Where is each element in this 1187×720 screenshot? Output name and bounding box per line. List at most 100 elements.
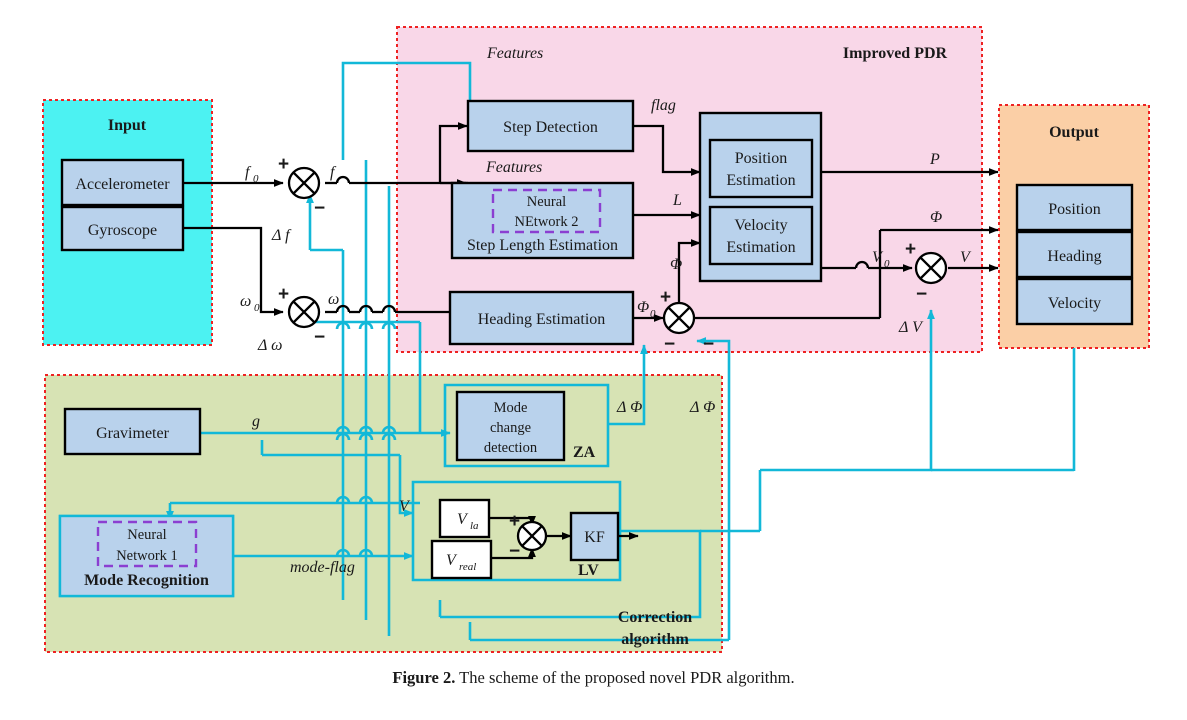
summing-junction-lv [516, 520, 548, 552]
mode-change-detection-label-line3: detection [484, 440, 538, 456]
signal-P: P [929, 151, 940, 168]
signal-V: V [960, 249, 972, 266]
signal-labels: f 0 + − f Δ f ω 0 + − ω Δ ω Features Fea… [240, 45, 972, 576]
wire-hops-cyan [335, 321, 397, 557]
signal-g: g [252, 413, 260, 430]
sign-minus-f: − [314, 198, 325, 219]
block-mode-change-detection[interactable]: Mode change detection [455, 390, 566, 462]
sign-plus-omega: + [278, 284, 289, 305]
v-la-label: V [457, 511, 469, 528]
signal-delta-f: Δ f [271, 227, 292, 244]
pdr-region-title: Improved PDR [843, 45, 948, 62]
step-length-estimation-label: Step Length Estimation [467, 237, 618, 254]
signal-delta-V: Δ V [898, 319, 924, 336]
neural-network-2-label-line1: Neural [527, 194, 566, 210]
signal-f0: f [245, 164, 252, 181]
signal-omega0: ω [240, 293, 251, 310]
signal-flag: flag [651, 97, 676, 114]
signal-phi0-sub: 0 [650, 308, 656, 320]
sign-plus-velocity: + [905, 239, 916, 260]
velocity-estimation-label-line2: Estimation [726, 239, 795, 256]
mode-change-detection-label-line2: change [490, 420, 531, 436]
neural-network-1-label-line1: Neural [127, 527, 166, 543]
block-v-real[interactable]: V real [430, 539, 493, 580]
sign-minus-heading-2: − [703, 334, 714, 355]
sign-minus-heading-1: − [664, 334, 675, 355]
block-accelerometer[interactable]: Accelerometer [60, 158, 185, 207]
signal-delta-phi-1: Δ Φ [616, 399, 642, 416]
input-region-title: Input [108, 117, 147, 134]
output-position-label: Position [1048, 201, 1100, 218]
gyroscope-label: Gyroscope [88, 222, 157, 239]
block-step-length-estimation[interactable]: Neural NEtwork 2 Step Length Estimation [450, 181, 635, 260]
mode-change-detection-label-line1: Mode [494, 400, 528, 416]
summing-junction-velocity [914, 251, 948, 285]
block-mode-recognition[interactable]: Neural Network 1 Mode Recognition [58, 514, 235, 598]
signal-features-mid: Features [485, 159, 542, 176]
signal-omega0-sub: 0 [254, 302, 260, 314]
signal-V0-sub: 0 [884, 258, 890, 270]
step-detection-label: Step Detection [503, 119, 598, 136]
block-position-estimation[interactable]: Position Estimation [708, 138, 814, 199]
heading-estimation-label: Heading Estimation [478, 311, 606, 328]
signal-V-lv: V [399, 498, 411, 515]
signal-delta-omega: Δ ω [257, 337, 282, 354]
signal-mode-flag: mode-flag [290, 559, 355, 576]
block-step-detection[interactable]: Step Detection [466, 99, 635, 153]
v-real-label: V [446, 552, 458, 569]
summing-junction-omega [287, 295, 321, 329]
block-output-velocity[interactable]: Velocity [1015, 277, 1134, 326]
summing-junction-f [287, 166, 321, 200]
velocity-estimation-label-line1: Velocity [734, 217, 787, 234]
signal-f: f [330, 164, 337, 181]
position-estimation-label-line1: Position [735, 150, 787, 167]
kf-label: KF [584, 529, 605, 546]
za-label: ZA [573, 444, 596, 461]
block-velocity-estimation[interactable]: Velocity Estimation [708, 205, 814, 266]
block-estimation-group: Position Estimation Velocity Estimation [698, 111, 823, 283]
sign-plus-heading: + [660, 287, 671, 308]
summing-junction-heading [662, 301, 696, 335]
block-gyroscope[interactable]: Gyroscope [60, 205, 185, 252]
sign-plus-f: + [278, 154, 289, 175]
output-heading-label: Heading [1047, 248, 1101, 265]
sign-minus-velocity: − [916, 284, 927, 305]
block-heading-estimation[interactable]: Heading Estimation [448, 290, 635, 346]
figure-caption-label: Figure 2. [392, 668, 456, 687]
output-velocity-label: Velocity [1048, 295, 1101, 312]
gravimeter-label: Gravimeter [96, 425, 170, 442]
block-output-group: Position Heading Velocity [1015, 183, 1134, 326]
signal-f0-sub: 0 [253, 173, 259, 185]
correction-region-title-line2: algorithm [621, 631, 689, 648]
figure-caption: Figure 2. The scheme of the proposed nov… [0, 668, 1187, 688]
block-output-heading[interactable]: Heading [1015, 230, 1134, 279]
block-v-la[interactable]: V la [438, 498, 491, 539]
block-kf[interactable]: KF [569, 511, 620, 562]
neural-network-1-label-line2: Network 1 [116, 548, 178, 564]
block-gravimeter[interactable]: Gravimeter [63, 407, 202, 456]
signal-features-top: Features [486, 45, 543, 62]
sign-plus-lv: + [509, 511, 520, 532]
accelerometer-label: Accelerometer [75, 176, 170, 193]
summing-junctions [287, 166, 948, 552]
signal-phi0: Φ [637, 299, 649, 316]
v-la-sub: la [470, 520, 479, 532]
position-estimation-label-line2: Estimation [726, 172, 795, 189]
neural-network-2-label-line2: NEtwork 2 [514, 214, 578, 230]
signal-delta-phi-2: Δ Φ [689, 399, 715, 416]
block-output-position[interactable]: Position [1015, 183, 1134, 232]
lv-label: LV [578, 562, 599, 579]
correction-region-title-line1: Correction [618, 609, 692, 626]
sign-minus-lv: − [509, 541, 520, 562]
signal-omega: ω [328, 291, 339, 308]
signal-V0: V [872, 249, 884, 266]
output-region-title: Output [1049, 124, 1099, 141]
v-real-sub: real [459, 561, 476, 573]
sign-minus-omega: − [314, 327, 325, 348]
signal-Phi-out: Φ [930, 209, 942, 226]
signal-phi-in: Φ [670, 256, 682, 273]
mode-recognition-label: Mode Recognition [84, 572, 209, 589]
signal-L: L [672, 192, 682, 209]
